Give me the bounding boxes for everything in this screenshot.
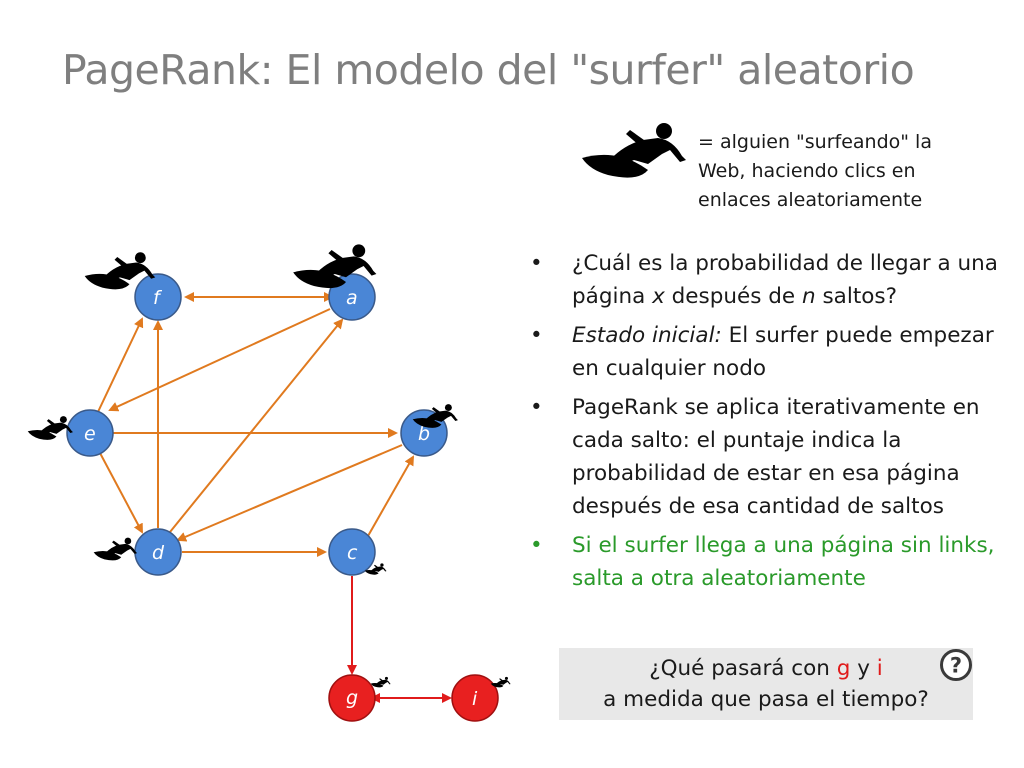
surfer-icon <box>370 676 391 688</box>
bullet-list: •¿Cuál es la probabilidad de llegar a un… <box>530 247 1010 601</box>
node-g <box>328 674 376 722</box>
question-line-1: ¿Qué pasará con g y i <box>649 656 883 681</box>
edge-e-d <box>99 452 143 534</box>
bullet-item: •¿Cuál es la probabilidad de llegar a un… <box>530 251 998 309</box>
node-e <box>66 409 114 457</box>
surfer-icon <box>490 676 511 688</box>
edge-a-e <box>108 308 331 412</box>
bullet-item-dangling: •Si el surfer llega a una página sin lin… <box>530 533 995 591</box>
edge-e-f <box>96 317 144 415</box>
question-mark-icon: ? <box>940 649 972 681</box>
surfer-icon <box>93 537 138 561</box>
edge-b-d <box>176 444 403 542</box>
node-label-e: e <box>84 423 96 445</box>
edge-c-b <box>367 455 414 537</box>
node-i <box>451 674 499 722</box>
edge-d-a <box>169 318 344 533</box>
node-label-a: a <box>346 287 358 309</box>
node-label-b: b <box>418 423 430 445</box>
node-label-d: d <box>152 542 165 564</box>
question-line-2: a medida que pasa el tiempo? <box>603 687 929 712</box>
legend-description: = alguien "surfeando" la Web, haciendo c… <box>698 131 932 211</box>
slide-title: PageRank: El modelo del "surfer" aleator… <box>62 46 915 94</box>
svg-text:?: ? <box>950 654 962 678</box>
question-box: ¿Qué pasará con g y i a medida que pasa … <box>559 648 973 720</box>
bullet-item: •Estado inicial: El surfer puede empezar… <box>530 323 994 381</box>
surfer-icon <box>27 416 73 440</box>
surfer-icon <box>582 123 686 178</box>
node-f <box>134 273 182 321</box>
node-label-g: g <box>346 687 358 709</box>
node-label-i: i <box>472 688 478 710</box>
node-label-c: c <box>347 542 358 564</box>
node-c <box>328 528 376 576</box>
node-label-f: f <box>153 287 163 309</box>
bullet-item: •PageRank se aplica iterativamente en ca… <box>530 395 980 519</box>
pagerank-graph: f a e b d c g i <box>27 244 511 722</box>
